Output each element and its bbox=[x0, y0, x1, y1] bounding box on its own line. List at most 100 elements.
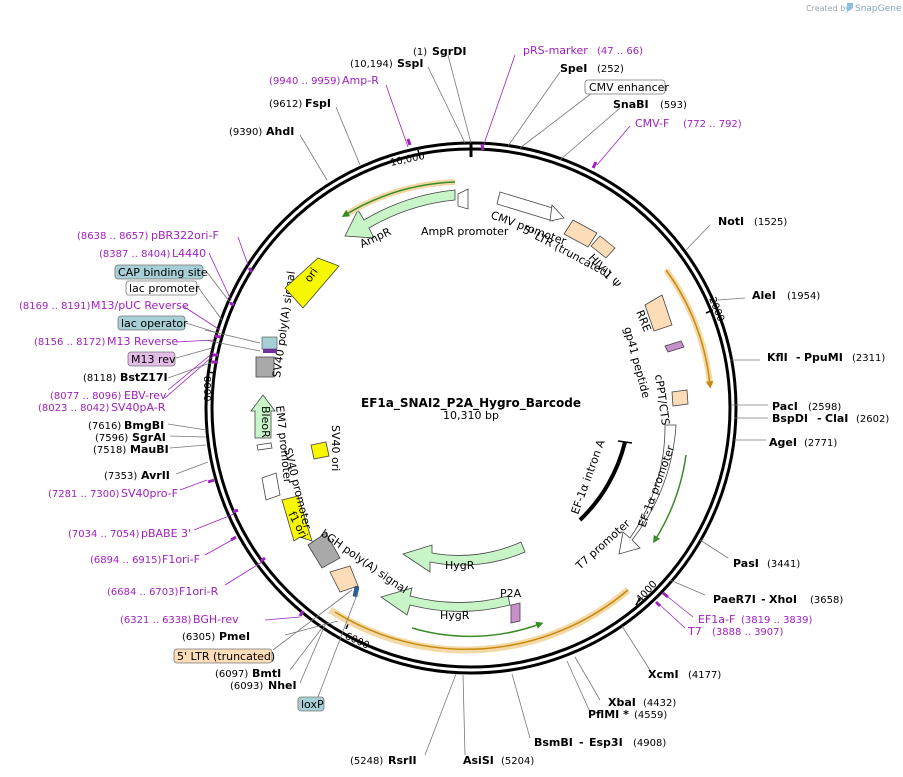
svg-text:BleoR: BleoR bbox=[259, 406, 272, 438]
svg-text:gp41 peptide: gp41 peptide bbox=[621, 325, 653, 399]
enzyme-ahdi-pos: (9390) bbox=[229, 127, 262, 138]
primer-labels[interactable]: pRS-marker (47 .. 66) (9940 .. 9959) Amp… bbox=[19, 44, 813, 638]
enzyme-bstz17i: BstZ17I bbox=[120, 371, 168, 384]
enzyme-paer7i-pos: (3658) bbox=[810, 595, 843, 606]
tick-8000: 8000 bbox=[201, 371, 216, 401]
credit-brand: SnapGene bbox=[855, 4, 902, 14]
box-lac-promoter: lac promoter bbox=[125, 280, 200, 296]
feature-ef1a-promoter[interactable]: EF-1α promoter bbox=[618, 424, 678, 555]
enzyme-xcmi-pos: (4177) bbox=[688, 670, 721, 681]
enzyme-xbai-pos: (4432) bbox=[643, 698, 676, 709]
feature-rre[interactable]: RRE bbox=[633, 294, 673, 334]
primer-amp-r-pos: (9940 .. 9959) bbox=[269, 76, 341, 87]
svg-text:HygR: HygR bbox=[445, 559, 475, 572]
feature-ori[interactable]: ori bbox=[284, 257, 340, 309]
enzyme-alei: AleI bbox=[752, 289, 776, 302]
feature-ef1a-intron[interactable]: EF-1α intron A bbox=[569, 438, 633, 522]
primer-l4440-pos: (8387 .. 8404) bbox=[99, 249, 171, 260]
enzyme-asisi-pos: (5204) bbox=[501, 756, 534, 767]
primer-ebv-rev: EBV-rev bbox=[124, 389, 167, 402]
feature-m13-stack[interactable] bbox=[263, 349, 277, 353]
primer-prs-marker: pRS-marker bbox=[523, 44, 588, 57]
primer-sv40pro-f: SV40pro-F bbox=[121, 487, 178, 500]
enzyme-bmti: BmtI bbox=[252, 667, 281, 680]
enzyme-labels[interactable]: (1) SgrDI (10,194) SspI SpeI (252) SnaBI… bbox=[83, 45, 889, 767]
tick-4000: 4000 bbox=[634, 579, 660, 606]
enzyme-pflmi: PflMI * bbox=[588, 708, 629, 721]
feature-ltr-bottom[interactable] bbox=[329, 565, 359, 593]
feature-bgh-polya[interactable]: bGH poly(A) signal bbox=[307, 527, 410, 597]
feature-hiv-psi[interactable]: HIV-1 Ψ bbox=[586, 235, 624, 291]
primer-m13-reverse-pos: (8156 .. 8172) bbox=[34, 337, 106, 348]
svg-text:CMV enhancer: CMV enhancer bbox=[589, 81, 669, 94]
credit-prefix: Created by bbox=[806, 4, 850, 13]
primer-bgh-rev: BGH-rev bbox=[193, 613, 239, 626]
enzyme-asisi: AsiSI bbox=[463, 754, 494, 767]
primer-cmv-f: CMV-F bbox=[635, 117, 669, 130]
enzyme-sgrai: SgrAI bbox=[132, 431, 166, 444]
svg-text:8000: 8000 bbox=[201, 376, 212, 401]
enzyme-ahdi: AhdI bbox=[266, 125, 294, 138]
primer-t7: T7 bbox=[687, 625, 702, 638]
enzyme-snabi: SnaBI bbox=[613, 98, 649, 111]
enzyme-pasi: PasI bbox=[733, 557, 759, 570]
plasmid-size: 10,310 bp bbox=[443, 409, 499, 422]
svg-text:cPPT/CTS: cPPT/CTS bbox=[652, 374, 672, 426]
svg-text:M13 rev: M13 rev bbox=[131, 353, 176, 366]
feature-lac-stack[interactable] bbox=[261, 336, 278, 350]
svg-text:-: - bbox=[579, 736, 584, 749]
feature-sv40-ori[interactable]: SV40 ori bbox=[310, 425, 342, 471]
enzyme-esp3i: Esp3I bbox=[589, 736, 623, 749]
feature-ampr[interactable]: AmpR bbox=[344, 189, 456, 251]
primer-sv40pro-f-pos: (7281 .. 7300) bbox=[48, 489, 120, 500]
enzyme-bmti-pos: (6097) bbox=[215, 669, 248, 680]
enzyme-noti: NotI bbox=[718, 215, 744, 228]
boxed-labels[interactable]: CMV enhancer CAP binding site lac promot… bbox=[114, 79, 669, 712]
feature-p2a[interactable]: P2A bbox=[500, 587, 522, 624]
enzyme-maubi-pos: (7518) bbox=[93, 445, 126, 456]
enzyme-nhei: NheI bbox=[268, 679, 297, 692]
orf-right-arrow bbox=[665, 269, 714, 389]
primer-ebv-rev-pos: (8077 .. 8096) bbox=[50, 391, 122, 402]
orf-right-highlight bbox=[663, 268, 713, 386]
enzyme-sspi: SspI bbox=[397, 57, 423, 70]
enzyme-sgrai-pos: (7596) bbox=[95, 433, 128, 444]
svg-text:EM7 promoter: EM7 promoter bbox=[273, 405, 294, 484]
primer-f1ori-f-pos: (6894 .. 6915) bbox=[90, 555, 162, 566]
feature-hygr-inner[interactable]: HygR bbox=[402, 541, 526, 573]
ef1a-promoter-arrow bbox=[653, 454, 687, 544]
primer-ef1a-f-pos: (3819 .. 3839) bbox=[741, 615, 813, 626]
primer-sv40pa-r-pos: (8023 .. 8042) bbox=[38, 403, 110, 414]
enzyme-xcmi: XcmI bbox=[648, 668, 679, 681]
feature-ampr-promoter[interactable]: AmpR promoter bbox=[421, 188, 509, 238]
box-cmv-enhancer: CMV enhancer bbox=[584, 79, 669, 95]
feature-bleor[interactable]: BleoR bbox=[250, 394, 276, 439]
enzyme-pflmi-pos: (4559) bbox=[634, 710, 667, 721]
svg-text:-: - bbox=[817, 412, 822, 425]
enzyme-noti-pos: (1525) bbox=[754, 217, 787, 228]
feature-cppt-cts[interactable]: cPPT/CTS bbox=[652, 374, 689, 426]
svg-text:EF-1α promoter: EF-1α promoter bbox=[636, 443, 678, 529]
enzyme-maubi: MauBI bbox=[130, 443, 169, 456]
primer-f1ori-f: F1ori-F bbox=[162, 553, 200, 566]
primer-ticks bbox=[207, 138, 669, 617]
feature-hygr-outer[interactable]: HygR bbox=[380, 587, 511, 622]
primer-l4440: L4440 bbox=[172, 247, 206, 260]
primer-amp-r: Amp-R bbox=[342, 74, 379, 87]
svg-text:-: - bbox=[761, 593, 766, 606]
enzyme-xhoi: XhoI bbox=[769, 593, 797, 606]
primer-cmv-f-pos: (772 .. 792) bbox=[683, 119, 742, 130]
feature-gp41-peptide[interactable]: gp41 peptide bbox=[621, 325, 685, 400]
enzyme-fspi-pos: (9612) bbox=[269, 99, 302, 110]
primer-prs-marker-pos: (47 .. 66) bbox=[597, 46, 643, 57]
enzyme-kfli: KflI bbox=[767, 351, 788, 364]
enzyme-bstz17i-pos: (8118) bbox=[83, 373, 116, 384]
primer-pbabe3-pos: (7034 .. 7054) bbox=[68, 529, 140, 540]
enzyme-bmgbi-pos: (7616) bbox=[88, 421, 121, 432]
svg-text:lac promoter: lac promoter bbox=[129, 282, 200, 295]
enzyme-clai: ClaI bbox=[825, 412, 848, 425]
primer-pbabe3: pBABE 3' bbox=[141, 527, 191, 540]
enzyme-ppumi: PpuMI bbox=[804, 351, 843, 364]
plasmid-name: EF1a_SNAI2_P2A_Hygro_Barcode bbox=[361, 396, 581, 411]
